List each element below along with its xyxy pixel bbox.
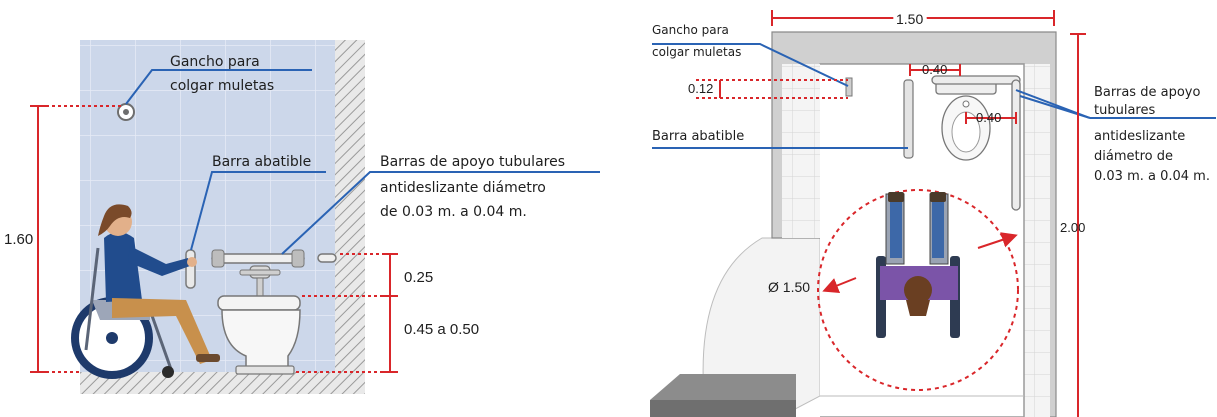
width-value: 1.50: [896, 11, 923, 27]
right-wall-hatch: [335, 40, 365, 392]
folding-bar-label: Barra abatible: [212, 154, 311, 170]
wheelchair-user-illustration: [71, 204, 220, 379]
plan-grab-bars-label-line2: tubulares: [1094, 103, 1155, 118]
seat-height-value: 0.45 a 0.50: [404, 321, 479, 338]
plan-hook-label-line1: Gancho para: [652, 23, 729, 37]
bar-to-seat-value: 0.25: [404, 269, 433, 286]
plan-grab-bars-label-line5: 0.03 m. a 0.04 m.: [1094, 169, 1210, 184]
elevation-view: Gancho para colgar muletas Barra abatibl…: [4, 40, 600, 394]
plan-view: Gancho para colgar muletas Barra abatibl…: [650, 7, 1216, 417]
crutch-hook-icon: [117, 103, 135, 121]
grab-bars: [211, 249, 337, 268]
grab-bars-label-line2: antideslizante diámetro: [380, 180, 546, 196]
grab-bars-label-line1: Barras de apoyo tubulares: [380, 154, 565, 170]
grab-bars-plan: [931, 75, 1021, 211]
hook-offset-value: 0.12: [688, 81, 713, 96]
plan-grab-bars-label-line4: diámetro de: [1094, 149, 1173, 164]
diameter-arrow-right: [977, 232, 1018, 249]
turning-circle: [817, 189, 1019, 391]
left-inner-wall: [782, 64, 820, 238]
right-dimension-lines: [696, 10, 1086, 417]
bar-top-offset-value: 0.40: [922, 62, 947, 77]
bench-icon: [650, 374, 796, 417]
folding-bar-plan: [903, 79, 914, 159]
bar-side-offset-value: 0.40: [976, 110, 1001, 125]
turn-diameter-value: Ø 1.50: [768, 279, 810, 295]
right-inner-wall: [1024, 64, 1050, 417]
diameter-arrow-left: [822, 277, 857, 293]
plan-grab-bars-label-line3: antideslizante: [1094, 129, 1185, 144]
depth-value: 2.00: [1060, 220, 1085, 235]
hook-height-value: 1.60: [4, 231, 33, 248]
plan-grab-bars-label-line1: Barras de apoyo: [1094, 85, 1200, 100]
floor-hatch: [80, 372, 365, 394]
toilet-top-view: [935, 77, 997, 161]
grab-bars-label-line3: de 0.03 m. a 0.04 m.: [380, 204, 527, 220]
wheelchair-user-top-illustration: [876, 192, 960, 338]
crutch-hook-plan-icon: [845, 77, 853, 97]
folding-bar: [185, 249, 196, 289]
hook-label-line2: colgar muletas: [170, 78, 274, 94]
left-leader-lines: [125, 69, 600, 255]
plan-hook-label-line2: colgar muletas: [652, 45, 741, 59]
flush-valve-icon: [239, 265, 281, 299]
plan-folding-bar-label: Barra abatible: [652, 129, 744, 144]
left-dimension-lines: [30, 105, 398, 373]
hook-label-line1: Gancho para: [170, 54, 260, 70]
toilet-side-view: [217, 295, 301, 375]
